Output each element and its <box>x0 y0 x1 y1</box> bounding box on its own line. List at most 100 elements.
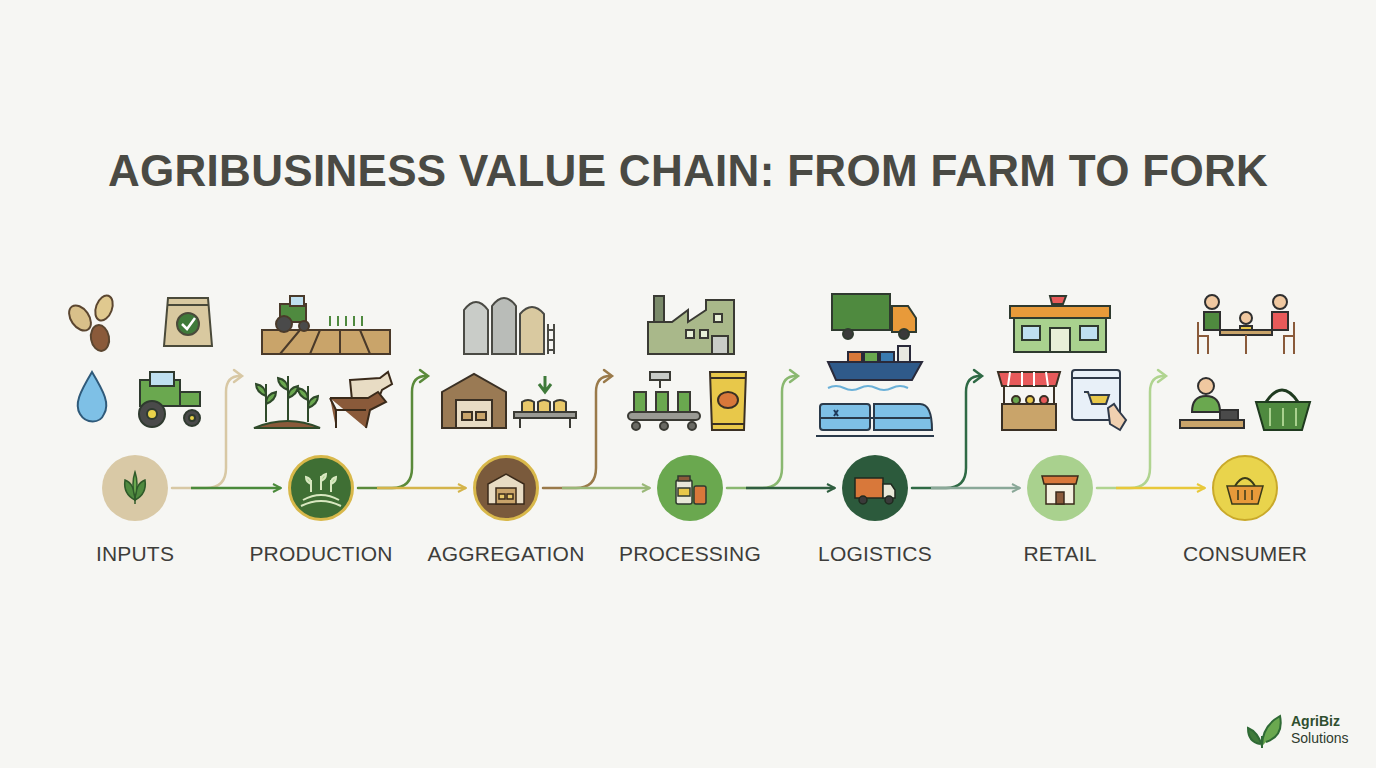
silos-icon-part <box>548 324 554 354</box>
warehouse-symbol-part <box>488 474 524 504</box>
store-icon-part <box>1050 328 1070 352</box>
family-dining-icon-part <box>1198 322 1294 354</box>
logo-leaf-part <box>1262 716 1281 746</box>
store-icon-part <box>1022 326 1040 340</box>
flow-arrow <box>191 487 281 490</box>
basket-symbol-part <box>1227 486 1263 504</box>
store-icon-part <box>1010 306 1110 318</box>
basket-symbol <box>1227 478 1263 504</box>
logo-leaf-part <box>1261 736 1263 748</box>
plowed-field-icon <box>262 296 390 354</box>
family-dining-icon-part <box>1272 312 1288 330</box>
jar-can-symbol-part <box>678 488 690 496</box>
store-icon-part <box>1050 296 1066 304</box>
tractor-icon-part <box>180 392 200 406</box>
family-dining-icon-part <box>1204 312 1220 330</box>
bottling-line-icon-part <box>688 422 696 430</box>
fertilizer-bag-icon-part <box>168 304 208 306</box>
circle-shape <box>101 454 169 522</box>
stage-label: LOGISTICS <box>818 542 932 566</box>
tractor-icon-part <box>184 410 200 426</box>
factory-icon-part <box>648 300 734 354</box>
branch-arrows-part <box>420 370 428 382</box>
cooking-icon-part <box>1220 410 1238 420</box>
jar-can-symbol-part <box>694 486 706 504</box>
shopping-basket-icon-part <box>1270 408 1296 426</box>
train-icon-part <box>816 435 934 437</box>
seeds-icon-part <box>92 293 116 323</box>
online-shop-icon-part <box>1072 377 1120 379</box>
seeds-icon <box>65 293 116 352</box>
plowed-field-icon-part <box>290 296 304 306</box>
truck-symbol-part <box>855 478 883 498</box>
jar-can-symbol-part <box>676 480 692 504</box>
circle-shape <box>656 454 724 522</box>
circle-fill <box>1213 456 1277 520</box>
factory-icon-part <box>686 330 694 338</box>
stage-label: CONSUMER <box>1183 542 1307 566</box>
market-stall-icon-part <box>1002 404 1056 430</box>
tractor-icon-part <box>150 372 174 386</box>
stage-circle: RETAIL <box>1026 454 1094 522</box>
cargo-ship-icon-part <box>880 352 894 362</box>
crops-icon-part <box>256 378 318 408</box>
circle-shape <box>1026 454 1094 522</box>
cooking-icon-part <box>1192 396 1220 412</box>
tractor-icon-part <box>147 409 157 419</box>
branch-arrows-part <box>543 376 610 488</box>
flow-arrow <box>562 487 650 490</box>
bottling-line-icon-part <box>660 422 668 430</box>
water-drop-icon-part <box>78 372 107 422</box>
water-drop-icon <box>78 372 107 422</box>
market-stall-icon-part <box>1004 386 1054 404</box>
jar-can-symbol <box>676 476 706 504</box>
market-stall-icon-part <box>1008 372 1048 386</box>
online-shop-icon <box>1072 370 1126 430</box>
circle-fill <box>842 455 908 521</box>
flow-arrow <box>746 487 835 490</box>
stage-circle: INPUTS <box>101 454 169 522</box>
tractor-icon-part <box>189 415 195 421</box>
family-dining-icon-part <box>1205 295 1219 309</box>
plowed-field-icon-part <box>299 321 309 331</box>
fertilizer-bag-icon-part <box>177 313 199 335</box>
warehouse-icon-part <box>476 412 486 420</box>
bottling-line-icon <box>628 372 700 430</box>
factory-icon-part <box>654 296 664 324</box>
market-stall-icon-part <box>1026 396 1034 404</box>
diagram-title: AGRIBUSINESS VALUE CHAIN: FROM FARM TO F… <box>0 146 1376 196</box>
shopping-basket-icon-part <box>1256 402 1310 430</box>
circle-shape <box>287 454 355 522</box>
conveyor-icon-part <box>520 418 570 428</box>
jar-can-symbol-part <box>678 476 690 481</box>
store-icon-part <box>1014 318 1106 352</box>
circle-fill <box>1027 455 1093 521</box>
cooking-icon-part <box>1198 378 1214 394</box>
branch-arrows-part <box>172 376 240 488</box>
shop-symbol <box>1042 476 1078 504</box>
field-icon-part <box>301 495 341 506</box>
truck-icon-part <box>899 329 909 339</box>
stage-label: PRODUCTION <box>249 542 392 566</box>
plowed-field-icon-part <box>276 316 292 332</box>
bottling-line-icon-part <box>678 392 690 412</box>
online-shop-icon-part <box>1084 392 1109 404</box>
truck-icon <box>832 294 916 339</box>
basket-symbol-part <box>1235 478 1255 486</box>
seeds-icon-part <box>89 324 111 353</box>
circle-fill <box>475 457 538 520</box>
basket-symbol-part <box>1238 490 1252 500</box>
truck-symbol-part <box>885 496 893 504</box>
fertilizer-bag-icon <box>164 298 212 346</box>
market-stall-icon-part <box>1012 396 1020 404</box>
branch-arrows-part <box>790 370 798 382</box>
branch-arrows-part <box>727 376 796 488</box>
flow-arrow <box>377 487 466 490</box>
field-icon <box>301 474 341 506</box>
leaf-icon <box>125 472 146 504</box>
warehouse-symbol <box>488 474 524 504</box>
stage-circle: AGGREGATION <box>472 454 540 522</box>
fertilizer-bag-icon-part <box>164 298 212 346</box>
market-stall-icon <box>998 372 1060 430</box>
bottling-line-icon-part <box>632 422 640 430</box>
